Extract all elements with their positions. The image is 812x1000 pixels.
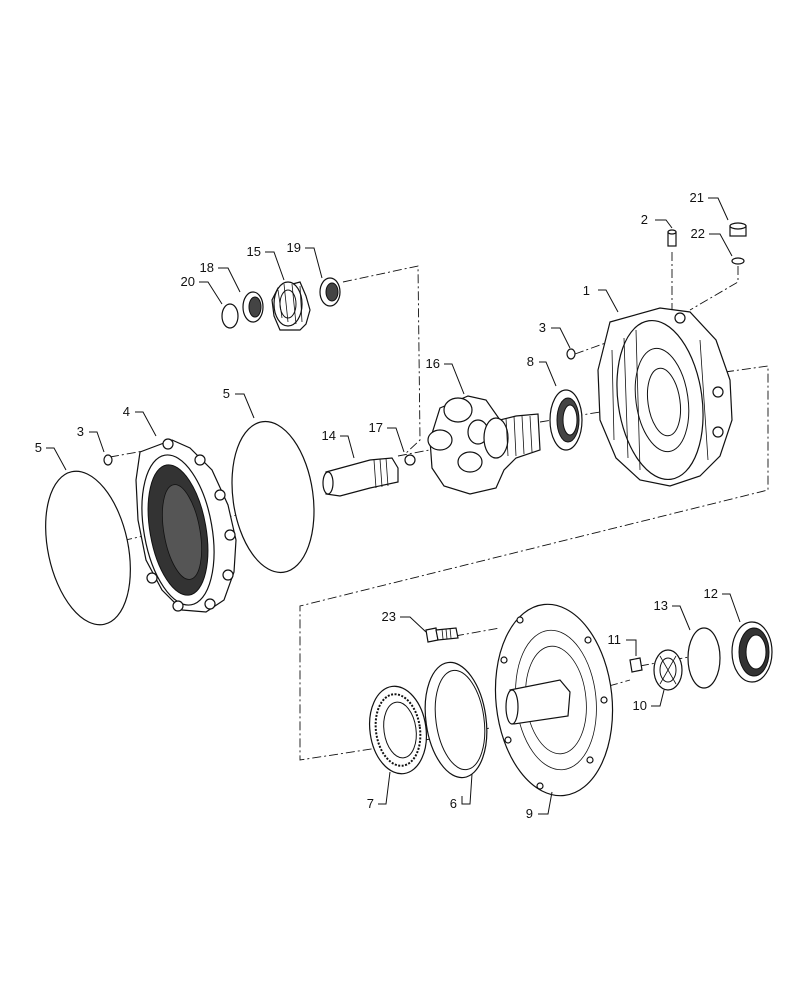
leader-lines	[46, 197, 741, 815]
main-housing	[597, 307, 733, 487]
callout-8: 8	[527, 354, 534, 369]
breather-2	[667, 229, 677, 247]
callout-14: 14	[322, 428, 336, 443]
shaft-14	[322, 457, 399, 497]
bearing-18	[242, 291, 264, 323]
pin-11	[629, 657, 643, 673]
bolt-23	[425, 627, 459, 643]
callout-15: 15	[247, 244, 261, 259]
callout-10: 10	[633, 698, 647, 713]
callout-12: 12	[704, 586, 718, 601]
callout-13: 13	[654, 598, 668, 613]
bearing-8	[549, 389, 583, 451]
planetary-carrier	[427, 395, 541, 495]
plug-21	[729, 222, 747, 237]
callout-5-middle: 5	[223, 386, 230, 401]
carrier-housing	[135, 438, 237, 613]
callout-21: 21	[690, 190, 704, 205]
small-ring-left	[103, 454, 113, 466]
callout-3-left: 3	[77, 424, 84, 439]
callout-19: 19	[287, 240, 301, 255]
callout-1: 1	[583, 283, 590, 298]
callout-16: 16	[426, 356, 440, 371]
callout-7: 7	[367, 796, 374, 811]
nut-10	[653, 649, 683, 691]
small-ring-center	[566, 348, 576, 360]
callout-numbers: 1 2 3 3 4 5 5 6 7 8 9 10 11 12 13 14 15 …	[35, 190, 718, 821]
hub-9	[494, 603, 614, 797]
callout-3-center: 3	[539, 320, 546, 335]
callout-5-left: 5	[35, 440, 42, 455]
callout-6: 6	[450, 796, 457, 811]
snap-ring-20	[221, 303, 239, 329]
callout-22: 22	[691, 226, 705, 241]
callout-18: 18	[200, 260, 214, 275]
callout-2: 2	[641, 212, 648, 227]
pin-17	[404, 454, 416, 466]
o-ring-left	[45, 470, 131, 626]
o-ring-13	[687, 627, 721, 689]
callout-9: 9	[526, 806, 533, 821]
gear-15	[271, 281, 311, 331]
washer-22	[731, 257, 745, 265]
callout-17: 17	[369, 420, 383, 435]
cover-12	[731, 621, 773, 683]
o-ring-middle	[231, 420, 315, 574]
bearing-7	[369, 685, 427, 775]
bearing-19	[319, 277, 341, 307]
ring-6	[424, 661, 488, 779]
callout-20: 20	[181, 274, 195, 289]
callout-11: 11	[608, 632, 622, 647]
callout-4: 4	[123, 404, 130, 419]
callout-23: 23	[382, 609, 396, 624]
